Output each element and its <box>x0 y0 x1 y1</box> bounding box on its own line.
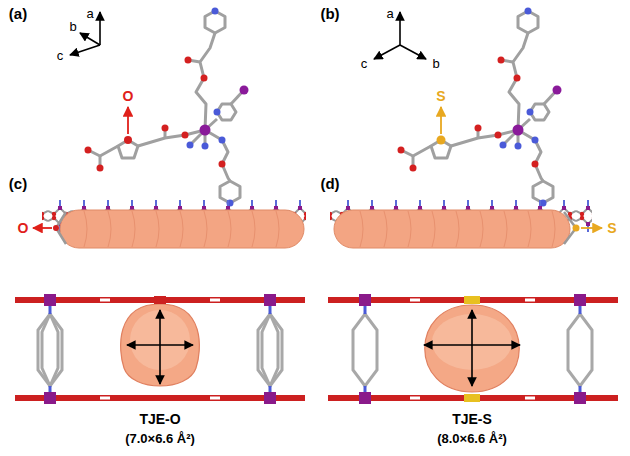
atom-label: S <box>607 220 616 236</box>
axis-label: b <box>432 57 439 72</box>
framework-name: TJE-S <box>452 411 492 427</box>
framework-name: TJE-O <box>139 411 180 427</box>
atom-label: O <box>18 220 29 236</box>
pore-size: (7.0×6.6 Å²) <box>125 432 195 447</box>
pore-size: (8.0×6.6 Å²) <box>437 432 507 447</box>
atom-label: S <box>436 88 445 104</box>
atom-label: O <box>123 88 134 104</box>
axis-label: c <box>361 57 368 72</box>
panel-label: (b) <box>320 5 339 22</box>
axis-label: a <box>386 7 393 22</box>
axis-label: b <box>69 20 76 35</box>
panel-label: (a) <box>9 5 27 22</box>
axis-label: a <box>86 7 93 22</box>
panel-label: (c) <box>9 175 27 192</box>
panel-label: (d) <box>320 175 339 192</box>
axis-label: c <box>57 49 64 64</box>
